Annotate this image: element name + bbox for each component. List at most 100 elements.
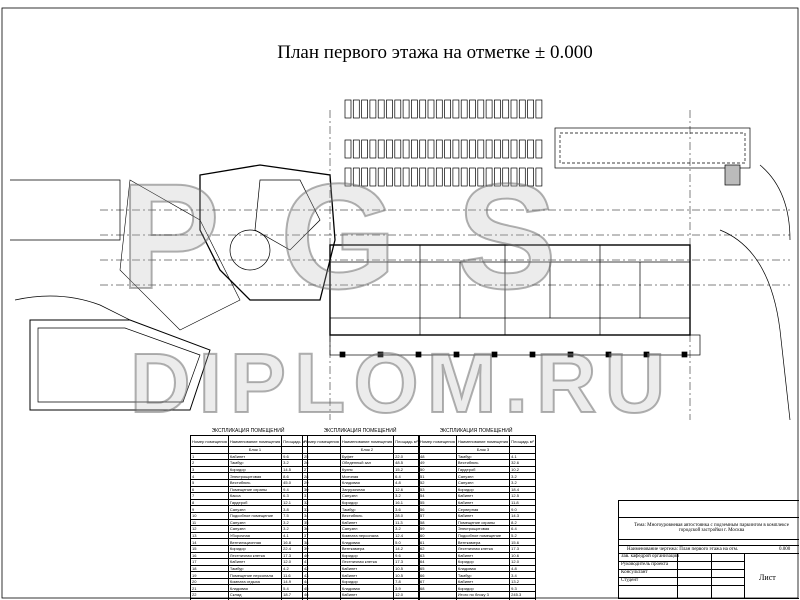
table-cell: Гардероб (227, 498, 283, 507)
table-cell: 18.4 (509, 485, 536, 494)
table-cell: Коридор (227, 544, 283, 553)
table-cell: 28.0 (393, 511, 420, 520)
parking-stall (427, 139, 435, 159)
left-wing (199, 164, 336, 301)
table-section: Блок 1 (227, 446, 283, 454)
table-cell: 9 (190, 505, 229, 513)
table-cell: Лестничная клетка (227, 551, 283, 560)
table-cell: 20 (190, 577, 229, 586)
sheet-label: Лист (759, 573, 776, 582)
table-cell: 245.3 (509, 591, 536, 599)
watermark-logo: PGS (119, 151, 617, 321)
table-cell: 32.6 (509, 459, 536, 467)
parking-stall (510, 99, 518, 119)
parking-stall (460, 167, 468, 187)
table-cell: Серверная (455, 505, 511, 513)
table-cell: Санузел (339, 492, 395, 500)
table-cell: 31 (302, 492, 341, 500)
table-cell: 14 (190, 538, 229, 546)
table-cell: 5.0 (393, 538, 420, 546)
parking-stall (419, 139, 427, 159)
table-cell: Коридор (227, 465, 283, 474)
table-cell: 15.2 (393, 465, 420, 474)
parking-stall (494, 167, 501, 187)
watermark-site: DIPLOM.RU (129, 335, 674, 431)
parking-stall (469, 99, 476, 119)
table-cell: 51 (418, 472, 457, 480)
parking-stall (527, 167, 534, 187)
table-cell: 42 (302, 564, 341, 573)
table-cell: 30 (302, 485, 341, 494)
parking-stall (460, 99, 468, 119)
table-cell: 3.9 (393, 584, 420, 593)
table-cell: 64 (418, 558, 457, 566)
table-cell: Гардероб (455, 465, 511, 474)
parking-stall (369, 167, 377, 187)
table-cell: Венткамера (455, 538, 511, 546)
table-caption: ЭКСПЛИКАЦИЯ ПОМЕЩЕНИЙ (211, 428, 285, 434)
table-cell: Подсобное помещение (227, 511, 283, 520)
adjacent-building (29, 319, 211, 411)
role-consultant: Консультант (621, 570, 648, 575)
table-cell: 3.2 (509, 478, 536, 487)
table-cell: Коридор (455, 584, 511, 593)
table-cell: Санузел (455, 472, 511, 480)
table-cell: Санузел (227, 525, 283, 533)
table-cell: 11.8 (509, 498, 536, 507)
table-cell: 67 (418, 577, 457, 586)
parking-stall (419, 167, 427, 187)
parking-stall (369, 139, 377, 159)
table-cell: 15.6 (509, 538, 536, 546)
parking-stall (386, 99, 393, 119)
parking-stall (344, 99, 352, 119)
table-cell: 14.2 (393, 544, 420, 553)
table-cell: 62 (418, 544, 457, 553)
table-cell: 12.6 (393, 485, 420, 494)
table-cell: 2 (190, 459, 229, 467)
parking-stall (452, 139, 460, 159)
table-section: Блок 3 (455, 446, 511, 454)
parking-stall (352, 167, 360, 187)
table-cell: Загрузочная (339, 485, 395, 494)
parking-stall (469, 139, 476, 159)
table-cell: 41 (302, 558, 341, 566)
table-cell: Кабинет (339, 571, 395, 579)
parking-stall (518, 139, 526, 159)
table-section: Блок 2 (339, 446, 395, 454)
table-cell: 25 (302, 452, 341, 461)
table-cell: 3.2 (509, 472, 536, 480)
table-cell: Кабинет (455, 551, 511, 560)
table-cell: Кладовая (339, 478, 395, 487)
table-cell: Коридор (339, 498, 395, 507)
table-cell: 14.3 (509, 511, 536, 520)
parking-stall (518, 167, 526, 187)
col-header: Номер помещения (302, 435, 341, 447)
parking-stall (352, 99, 360, 119)
column (567, 351, 574, 358)
table-cell: 50 (418, 465, 457, 474)
parking-stall (402, 167, 410, 187)
table-cell: 61 (418, 538, 457, 546)
parking-stall (452, 99, 460, 119)
